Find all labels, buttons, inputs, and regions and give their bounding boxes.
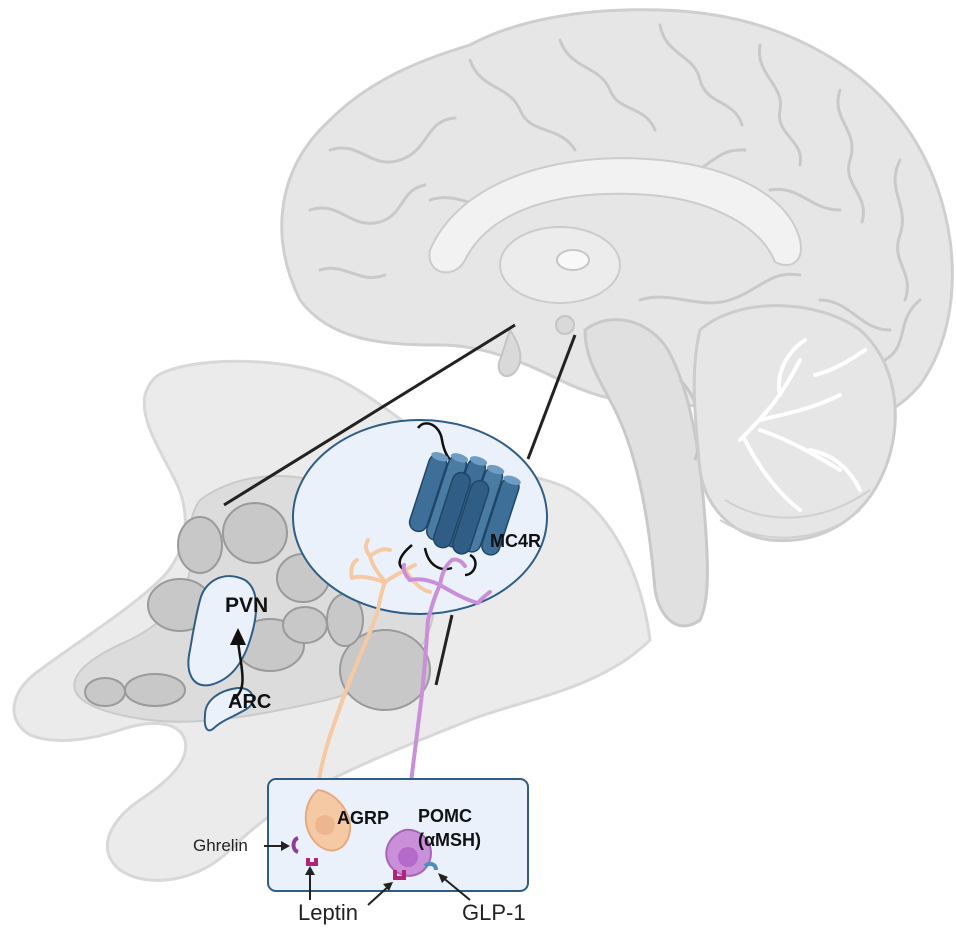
glp1-label: GLP-1 [462, 900, 526, 925]
nucleus-blob [223, 503, 287, 563]
agrp-label: AGRP [337, 808, 389, 828]
leptin-label: Leptin [298, 900, 358, 925]
nucleus-blob [178, 517, 222, 573]
ghrelin-label: Ghrelin [193, 836, 248, 855]
nucleus-blob [125, 674, 185, 706]
pvn-label: PVN [225, 594, 268, 617]
nucleus-blob [85, 678, 125, 706]
mc4r-label: MC4R [490, 531, 541, 551]
arc-label: ARC [228, 691, 271, 713]
pomc-label: POMC [418, 806, 472, 826]
amsh-label: (αMSH) [418, 830, 481, 850]
ventricle [557, 250, 589, 270]
mammillary-body [556, 316, 574, 334]
nucleus-blob [283, 607, 327, 643]
